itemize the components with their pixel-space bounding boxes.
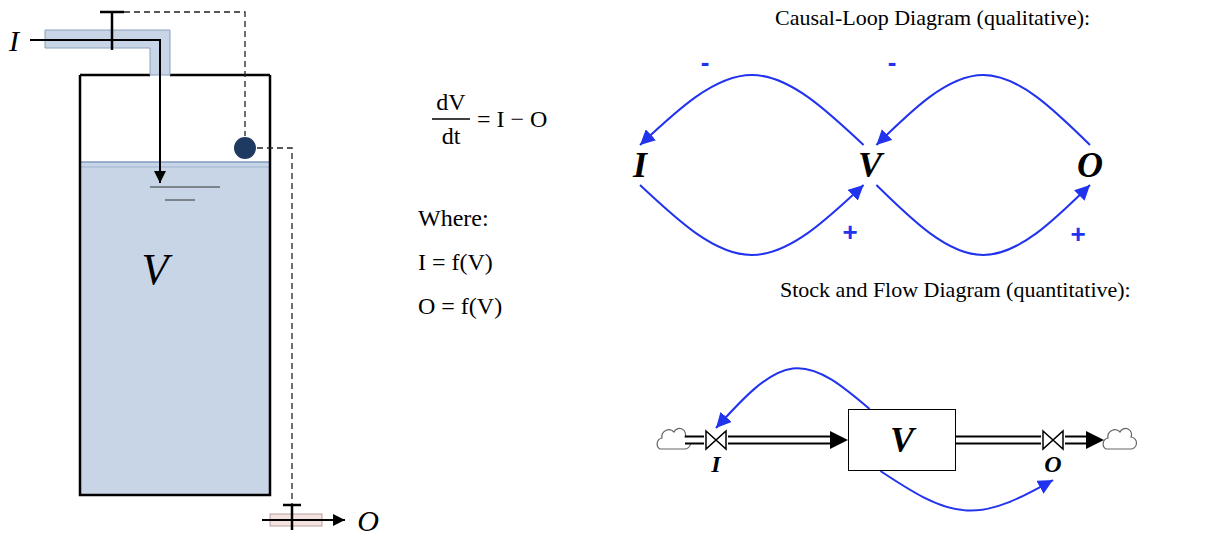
pipe-inner <box>956 438 1041 443</box>
control-linkage <box>124 12 245 136</box>
tank-lid <box>80 74 150 77</box>
tank-lid <box>170 74 270 77</box>
causal-link <box>640 75 864 145</box>
valve-bowtie <box>1043 431 1063 449</box>
fraction-bar <box>432 118 470 120</box>
flow-pipe <box>685 436 704 445</box>
pipe-outline <box>956 436 1041 445</box>
valve-symbol <box>704 428 728 452</box>
surface-mark <box>165 200 195 201</box>
water-surface <box>81 161 269 163</box>
equation-definition: O = f(V) <box>418 293 502 319</box>
equation-denominator: dt <box>442 123 461 149</box>
inlet-pipe <box>45 30 170 75</box>
equation-note: Where: <box>418 205 489 231</box>
flow-valve: I <box>704 428 728 480</box>
flow-pipe <box>1065 436 1086 445</box>
polarity-sign: + <box>1068 221 1087 247</box>
node-text: I <box>711 452 720 476</box>
information-link <box>880 471 1053 511</box>
inlet-valve <box>111 12 114 50</box>
stock-box: V <box>848 409 956 471</box>
link-path <box>716 368 870 428</box>
link-path <box>640 185 864 255</box>
polarity-sign: - <box>886 49 899 75</box>
polarity-sign: - <box>699 49 712 75</box>
node-text: V <box>858 147 882 183</box>
node-text: I <box>633 147 647 183</box>
link-path <box>876 75 1090 145</box>
equation-definition: I = f(V) <box>418 249 493 275</box>
flow-pipe <box>956 440 1041 441</box>
causal-link <box>876 185 1090 255</box>
pipe-outline <box>728 436 830 445</box>
inflow-label: I <box>9 24 19 57</box>
valve-bowtie <box>706 431 726 449</box>
tank-wall <box>80 75 270 495</box>
section-heading: Causal-Loop Diagram (qualitative): <box>775 6 1090 30</box>
link-path <box>640 75 864 145</box>
node-text: O <box>1077 147 1103 183</box>
flow-pipe <box>728 440 830 441</box>
pipe-inner <box>728 438 830 443</box>
valve-symbol <box>1041 428 1065 452</box>
node-text: O <box>1044 452 1061 476</box>
inflow-arrow <box>30 40 160 183</box>
inlet-valve <box>100 11 124 14</box>
flow-pipe <box>1065 438 1086 443</box>
sink-cloud <box>1103 428 1136 449</box>
node-text: V <box>890 422 914 458</box>
link-path <box>876 185 1090 255</box>
causal-link <box>640 185 864 255</box>
section-heading: Stock and Flow Diagram (quantitative): <box>780 278 1131 302</box>
outflow-arrow <box>262 519 345 521</box>
flow-pipe <box>685 438 704 443</box>
water-surface <box>81 167 269 168</box>
water <box>81 162 269 495</box>
volume-label: V <box>142 246 169 294</box>
link-path <box>880 471 1053 511</box>
surface-mark <box>150 187 220 188</box>
polarity-sign: + <box>840 219 859 245</box>
cld-variable: O <box>1073 145 1107 185</box>
equation-rhs: = I − O <box>477 106 547 132</box>
cld-variable: V <box>854 145 886 185</box>
causal-link <box>876 75 1090 145</box>
control-linkage <box>257 148 292 505</box>
outlet-valve <box>291 505 294 530</box>
float <box>234 137 256 159</box>
cld-variable: I <box>629 145 651 185</box>
information-link <box>716 368 870 428</box>
outlet-valve <box>283 504 301 507</box>
flow-valve: O <box>1041 428 1065 480</box>
outflow-label: O <box>357 504 379 537</box>
equation-numerator: dV <box>436 89 465 115</box>
